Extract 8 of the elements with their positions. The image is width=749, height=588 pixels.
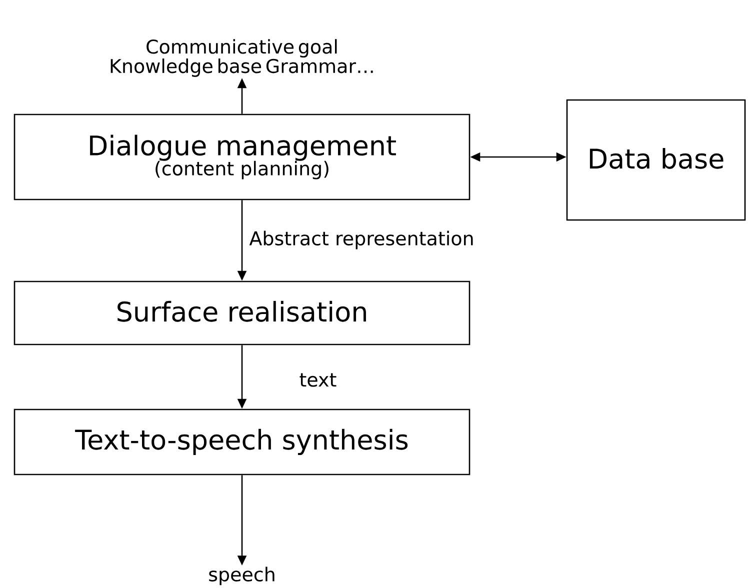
text-label: Communicative goal Knowledge base Grammar… [110,39,373,77]
process-box: Surface realisation [14,280,470,346]
edge-label: Abstract representation [248,230,476,250]
edge-label: text [298,372,338,388]
process-box: Data base [566,99,746,221]
process-box: Dialogue management (content planning) [14,114,470,200]
process-box: Text-to-speech synthesis [14,408,470,476]
text-label: speech [209,566,274,586]
